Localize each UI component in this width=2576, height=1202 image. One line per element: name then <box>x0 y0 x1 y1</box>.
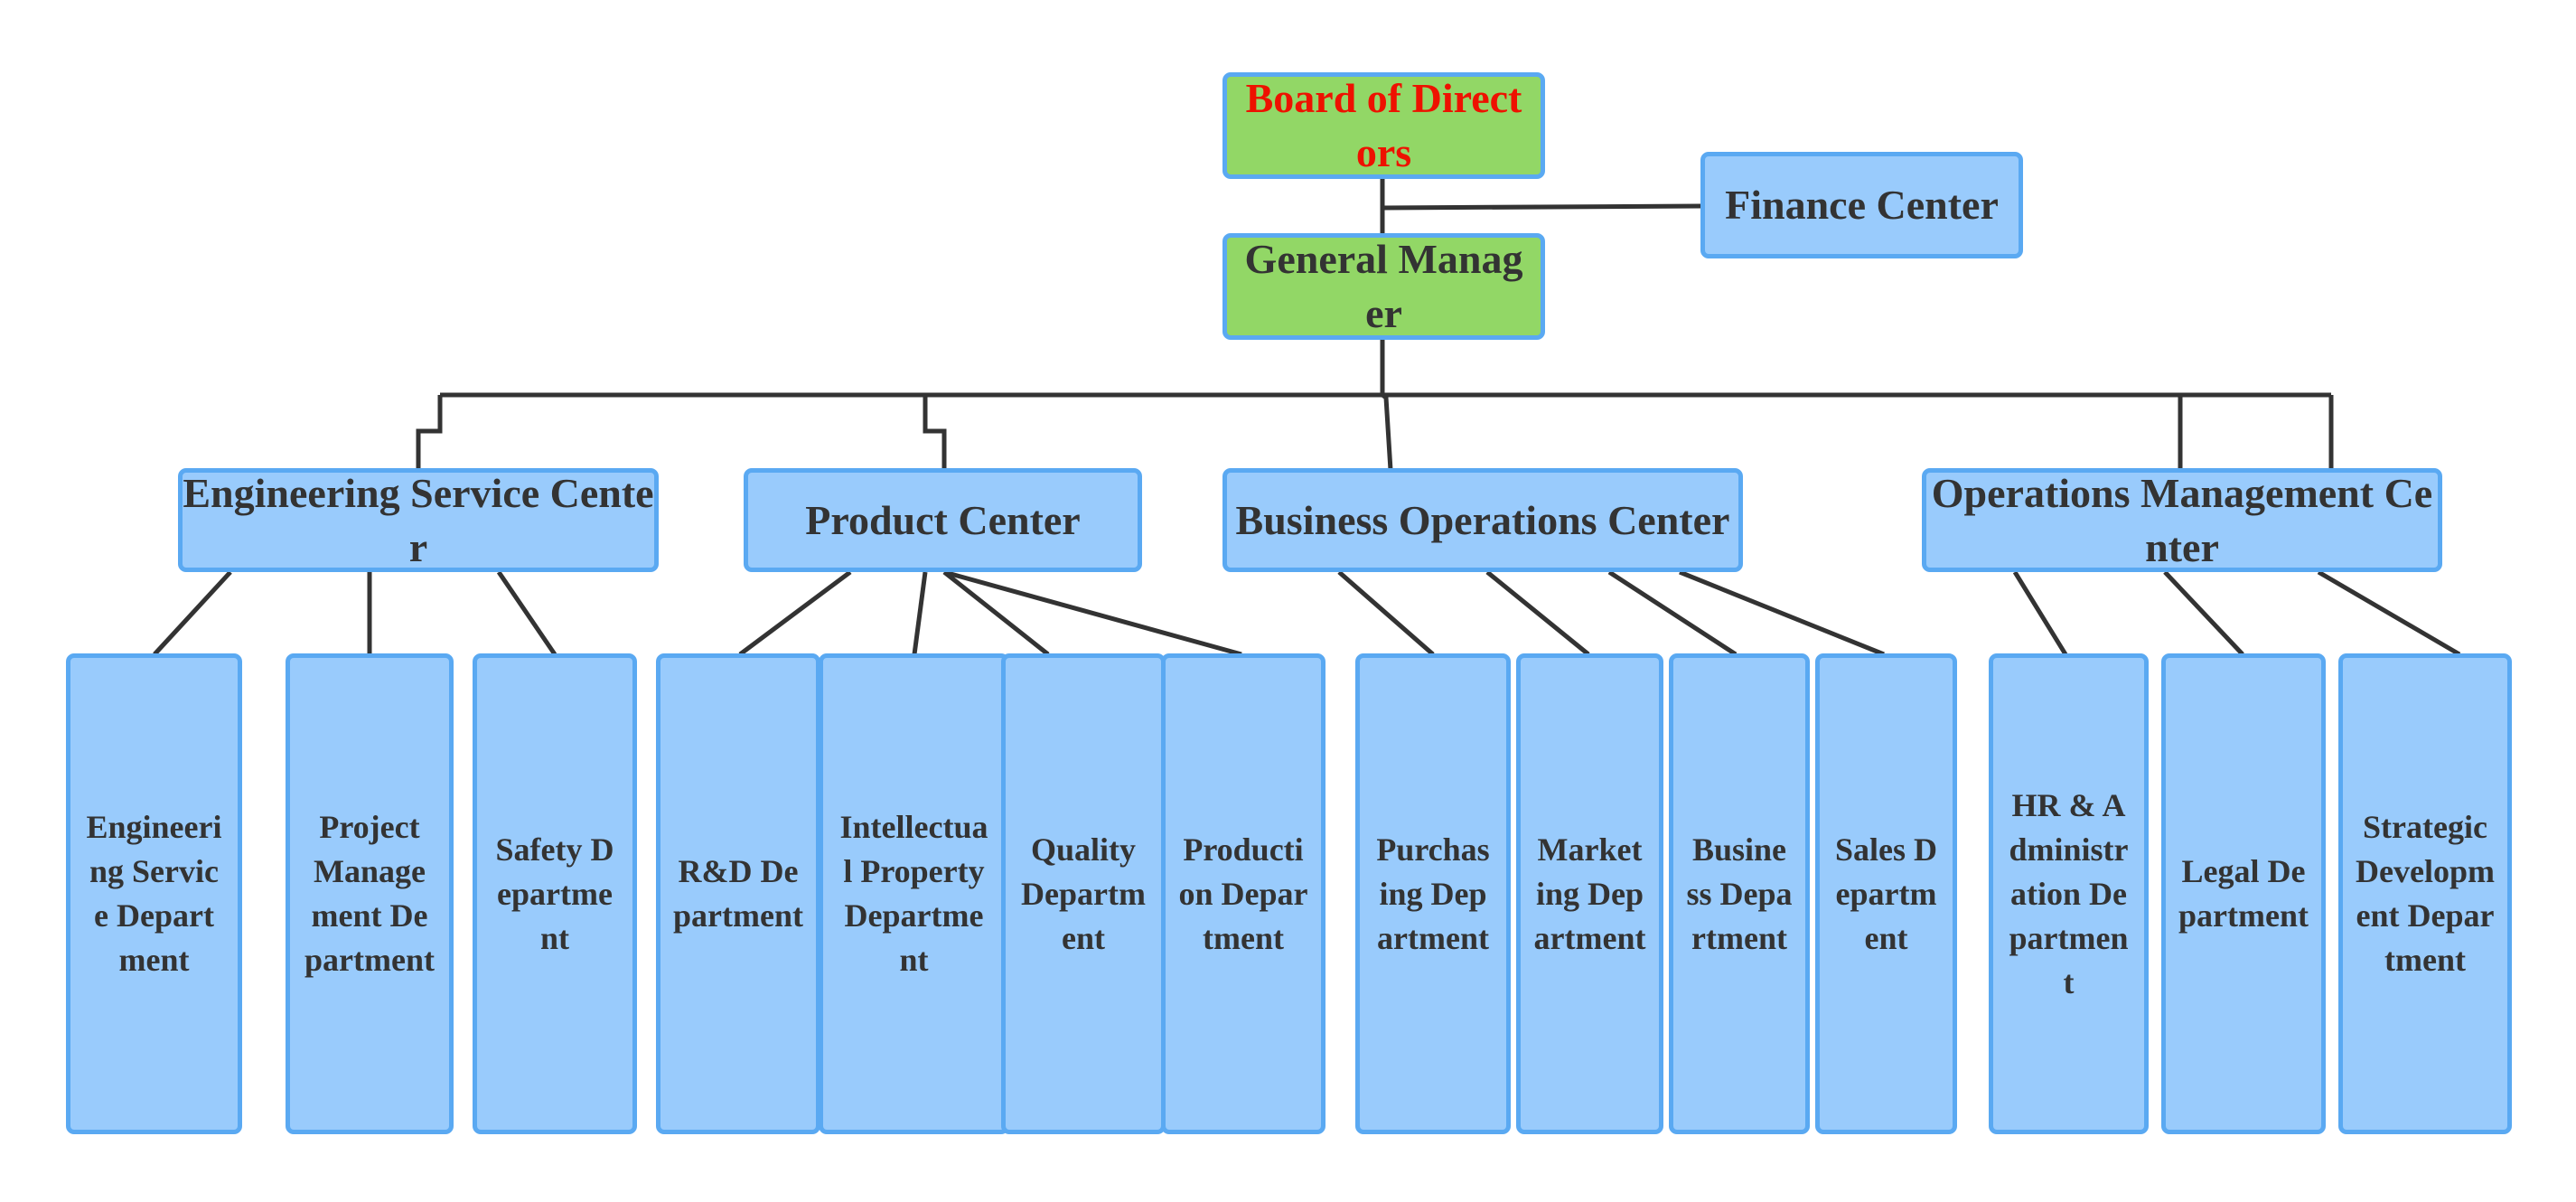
connector-bus-4 <box>1679 569 1885 657</box>
connector-bus-2 <box>1485 570 1590 656</box>
dept-purchasing: Purchasing Department <box>1355 653 1511 1134</box>
dept-label: Purchasing Department <box>1376 831 1490 956</box>
dept-business: Business Department <box>1669 653 1810 1134</box>
dept-label: Intellectual Property Department <box>839 809 988 978</box>
dept-label: R&D Department <box>673 853 803 934</box>
dept-marketing: Marketing Department <box>1516 653 1663 1134</box>
dept-label: Legal Department <box>2178 853 2309 934</box>
center-business-operations: Business Operations Center <box>1222 468 1743 572</box>
connector-bus-1 <box>1337 570 1435 656</box>
connector-eng-3 <box>496 570 557 656</box>
connector-engineering <box>416 395 443 470</box>
board-of-directors-box: Board of Directors <box>1222 72 1545 179</box>
center-label: Engineering Service Center <box>183 469 654 570</box>
dept-rnd: R&D Department <box>656 653 820 1134</box>
dept-hr-administration: HR & Administration Department <box>1989 653 2149 1134</box>
board-of-directors-label: Board of Directors <box>1245 75 1522 175</box>
dept-legal: Legal Department <box>2161 653 2326 1134</box>
dept-sales: Sales Department <box>1815 653 1957 1134</box>
dept-safety: Safety Department <box>473 653 637 1134</box>
dept-intellectual-property: Intellectual Property Department <box>819 653 1009 1134</box>
dept-engineering-service: Engineering Service Department <box>66 653 242 1134</box>
general-manager-label: General Manager <box>1244 236 1523 336</box>
dept-label: Production Department <box>1178 831 1308 956</box>
connector-eng-1 <box>153 570 232 656</box>
center-operations-management: Operations Management Center <box>1922 468 2442 572</box>
dept-label: Project Management Department <box>304 809 435 978</box>
connector-prod-2 <box>912 571 928 655</box>
general-manager-box: General Manager <box>1222 233 1545 340</box>
dept-label: Safety Department <box>495 831 614 956</box>
dept-label: Strategic Development Department <box>2356 809 2495 978</box>
connector-business <box>1381 393 1393 471</box>
dept-label: Quality Department <box>1021 831 1146 956</box>
connector-ops-3 <box>2317 569 2461 657</box>
center-product: Product Center <box>744 468 1142 572</box>
dept-strategic-development: Strategic Development Department <box>2338 653 2512 1134</box>
connector-prod-3 <box>942 570 1050 656</box>
connector-ops-2 <box>2163 570 2244 656</box>
connector-bus-3 <box>1607 569 1738 657</box>
center-engineering-service: Engineering Service Center <box>178 468 659 572</box>
dept-label: Engineering Service Department <box>86 809 222 978</box>
dept-project-management: Project Management Department <box>286 653 454 1134</box>
connector-prod-4 <box>943 569 1242 657</box>
connector-prod-1 <box>738 569 852 657</box>
center-label: Product Center <box>805 496 1081 543</box>
dept-label: HR & Administration Department <box>2009 786 2129 1000</box>
center-label: Operations Management Center <box>1931 469 2433 570</box>
finance-center-label: Finance Center <box>1725 182 1999 228</box>
dept-label: Business Department <box>1686 831 1793 956</box>
center-label: Business Operations Center <box>1235 496 1730 543</box>
connector-product <box>923 395 947 470</box>
connector-ops-1 <box>2012 570 2068 656</box>
dept-production: Production Department <box>1161 653 1325 1134</box>
dept-label: Marketing Department <box>1533 831 1646 956</box>
dept-label: Sales Department <box>1834 831 1937 956</box>
dept-quality: Quality Department <box>1001 653 1166 1134</box>
connector-finance <box>1382 203 1701 211</box>
finance-center-box: Finance Center <box>1700 152 2023 258</box>
